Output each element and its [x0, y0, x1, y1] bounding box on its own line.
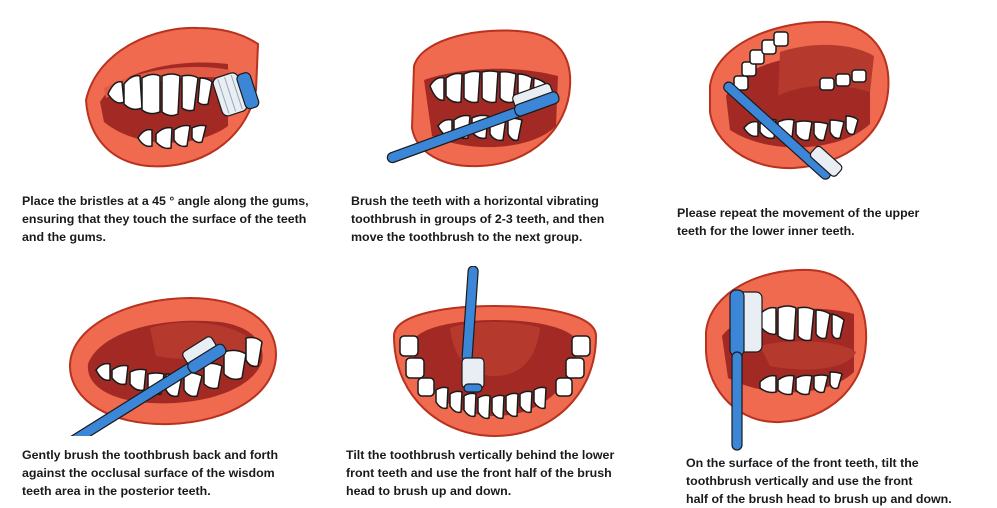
- step4-illustration: [40, 276, 280, 436]
- step6-caption: On the surface of the front teeth, tilt …: [686, 456, 952, 506]
- step3-caption: Please repeat the movement of the upper …: [677, 206, 920, 238]
- mouth-brush-horizontal-icon: [386, 29, 572, 168]
- step4-caption: Gently brush the toothbrush back and for…: [22, 448, 279, 498]
- step1-caption: Place the bristles at a 45 ° angle along…: [22, 194, 309, 244]
- mouth-brush-45-degree-icon: [84, 26, 260, 168]
- step1-illustration: [78, 18, 268, 178]
- step2-caption: Brush the teeth with a horizontal vibrat…: [351, 194, 605, 244]
- mouth-brush-lower-front-inner-icon: [392, 266, 598, 438]
- step5-illustration: [380, 266, 610, 446]
- step2-illustration: [362, 16, 592, 186]
- step6-illustration: [700, 262, 870, 452]
- mouth-brush-front-outer-icon: [705, 268, 868, 451]
- step5-caption: Tilt the toothbrush vertically behind th…: [346, 448, 615, 498]
- mouth-brush-upper-inner-icon: [709, 20, 890, 180]
- mouth-brush-occlusal-icon: [53, 296, 278, 436]
- step3-illustration: [670, 12, 900, 192]
